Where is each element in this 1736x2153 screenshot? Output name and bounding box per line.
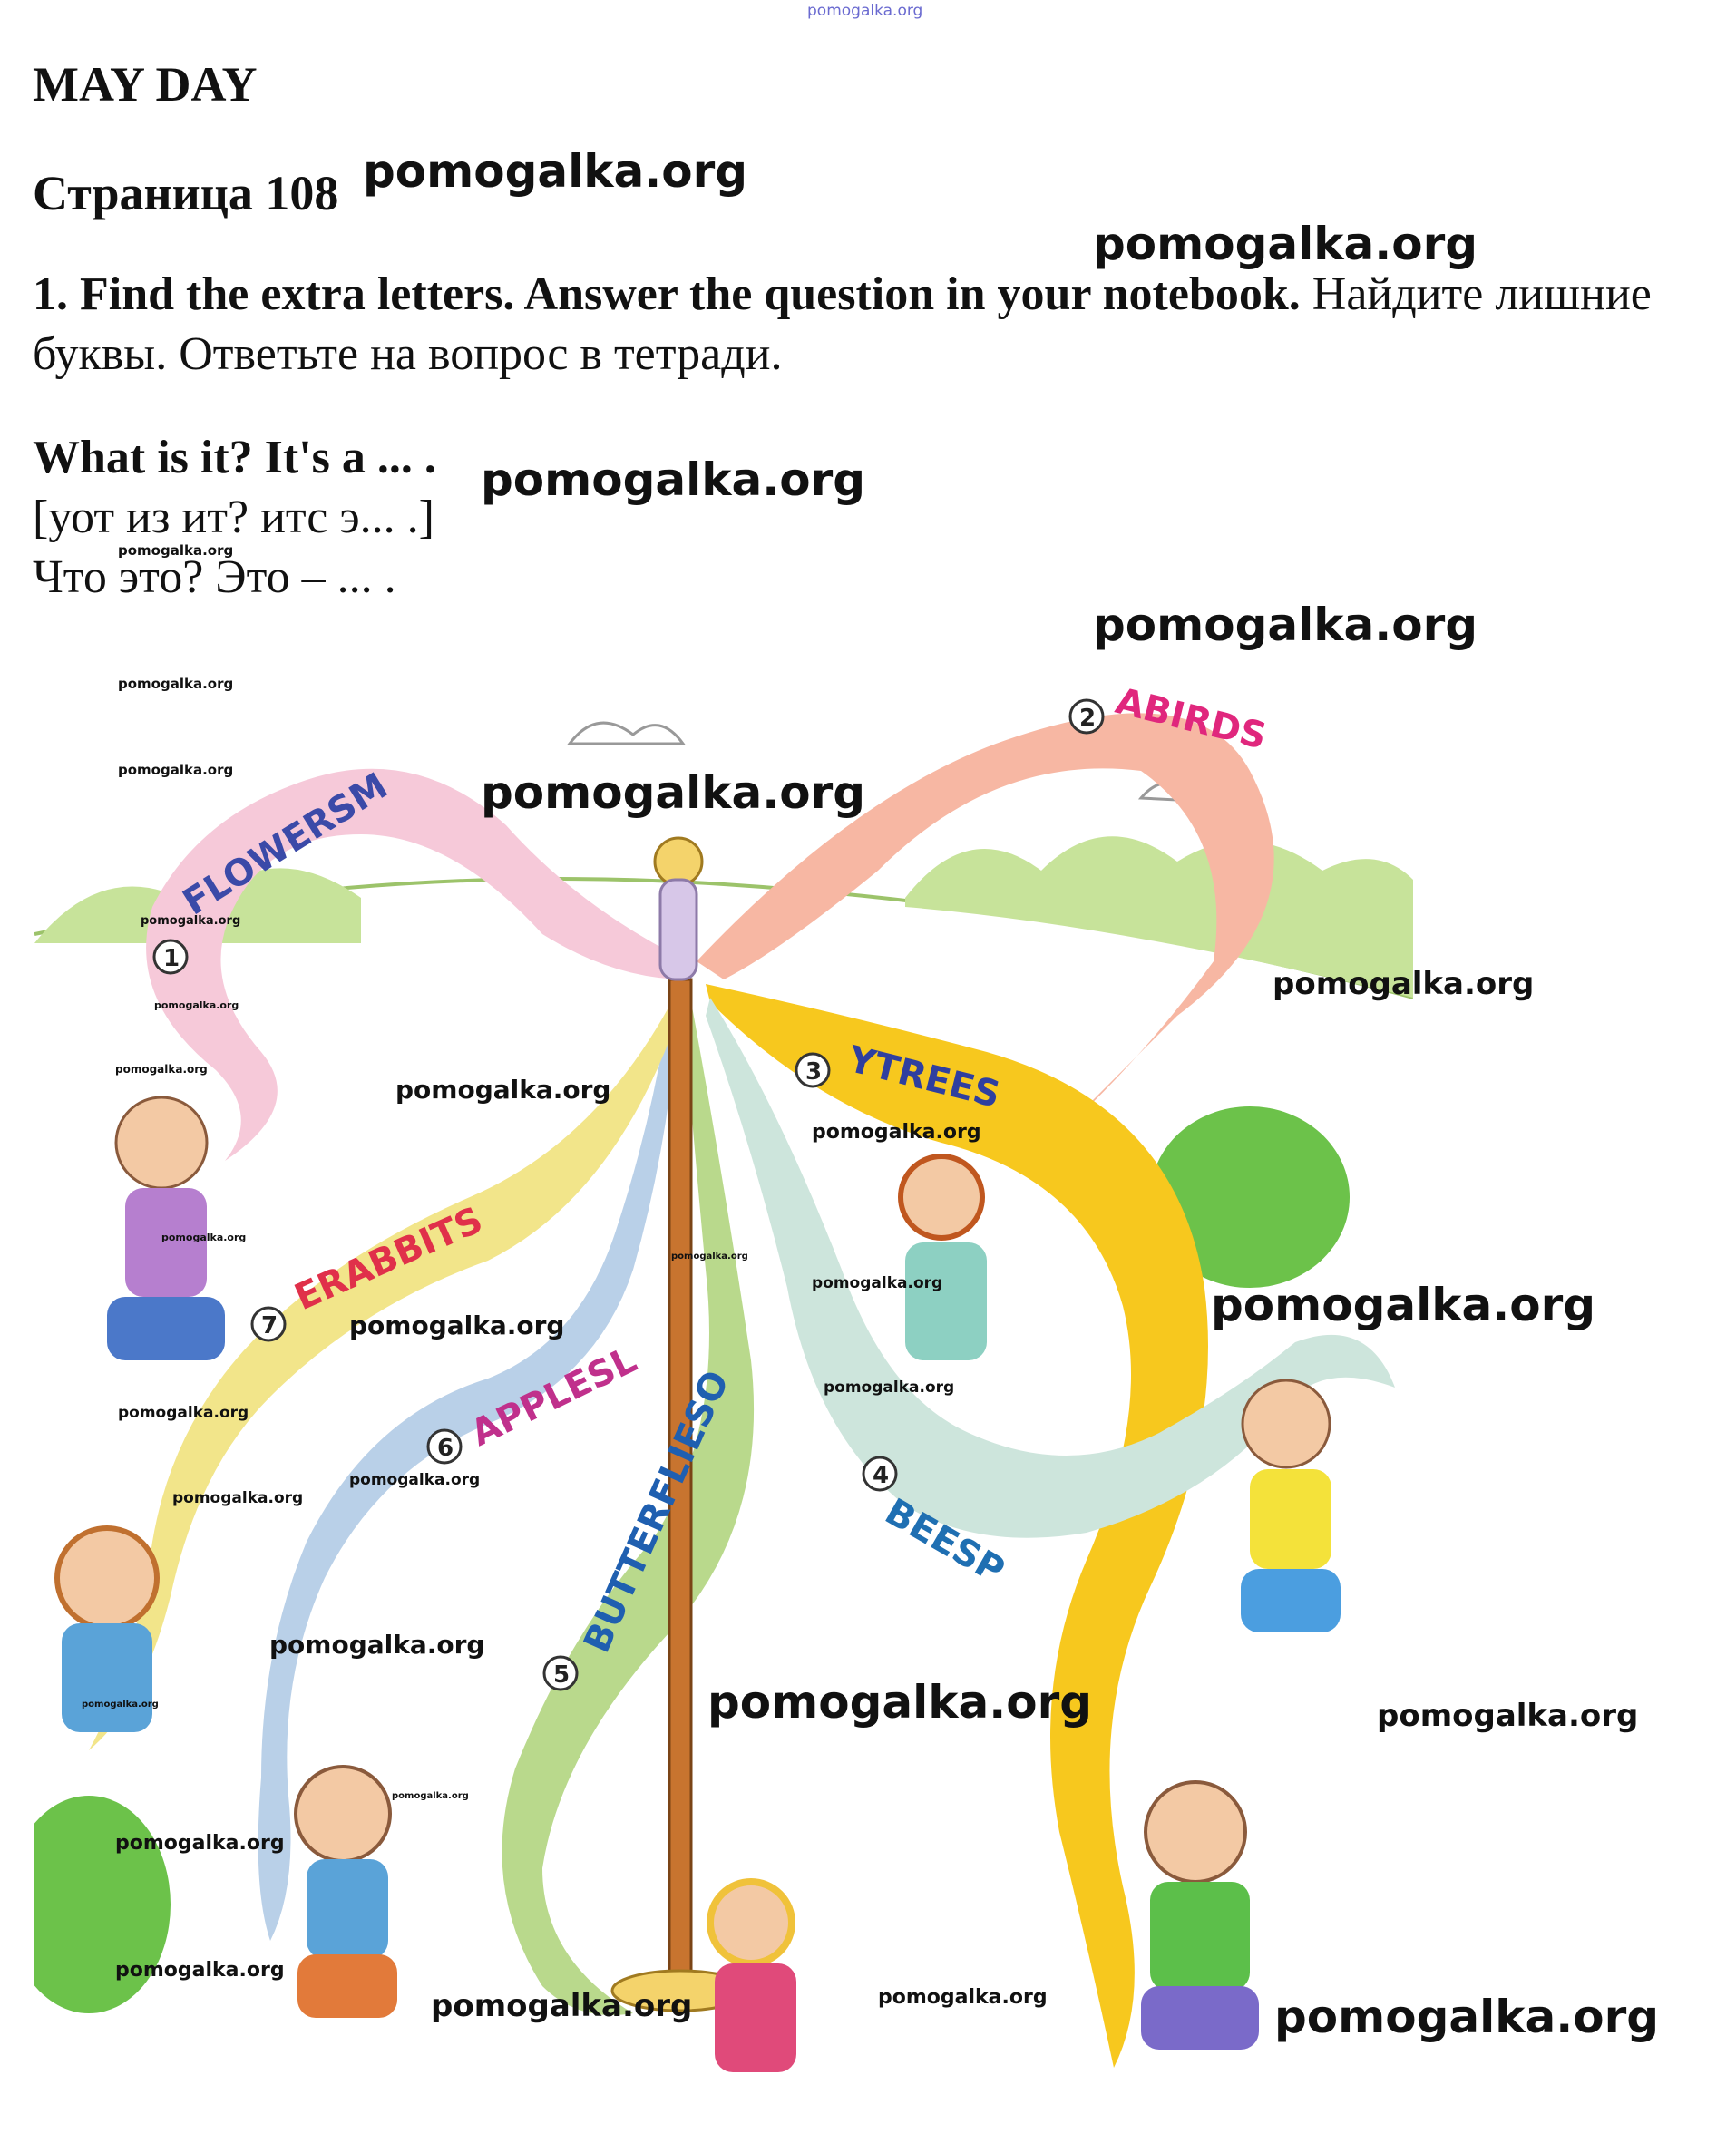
instruction-en: 1. Find the extra letters. Answer the qu…: [33, 268, 1301, 320]
watermark: pomogalka.org: [1274, 1991, 1660, 2043]
watermark: pomogalka.org: [1093, 599, 1478, 651]
ribbon-number-3: 3: [795, 1052, 831, 1088]
page-title: MAY DAY: [33, 57, 258, 112]
question-en: What is it? It's a ... .: [33, 432, 436, 483]
child-left-top: [107, 1096, 225, 1360]
ribbon-number-2: 2: [1068, 698, 1105, 735]
svg-text:2: 2: [1079, 705, 1096, 732]
maypole-top: [653, 836, 704, 887]
svg-text:3: 3: [805, 1058, 822, 1086]
tree-line: [34, 868, 361, 943]
watermark: pomogalka.org: [118, 1404, 249, 1422]
ribbon-number-4: 4: [862, 1456, 898, 1492]
watermark: pomogalka.org: [115, 1959, 285, 1982]
ribbon-5: [502, 1007, 755, 2015]
bush-left: [34, 1796, 171, 2013]
svg-text:4: 4: [873, 1462, 889, 1489]
watermark: pomogalka.org: [392, 1791, 469, 1801]
watermark: pomogalka.org: [363, 145, 748, 198]
watermark: pomogalka.org: [118, 542, 234, 559]
watermark: pomogalka.org: [82, 1700, 159, 1710]
watermark: pomogalka.org: [812, 1121, 981, 1144]
child-right-middle: [1241, 1379, 1341, 1632]
bush-right: [1150, 1106, 1350, 1288]
svg-text:6: 6: [437, 1435, 454, 1462]
ribbon-number-7: 7: [250, 1306, 287, 1342]
watermark: pomogalka.org: [878, 1986, 1048, 2009]
watermark: pomogalka.org: [1273, 966, 1535, 1002]
child-bottom-left: [294, 1765, 397, 2018]
question-ru: Что это? Это – ... .: [33, 551, 396, 603]
watermark: pomogalka.org: [269, 1630, 485, 1660]
maypole-crown: [658, 878, 698, 981]
watermark: pomogalka.org: [115, 1063, 208, 1076]
ribbon-7: [89, 998, 678, 1750]
child-bottom-right: [1141, 1780, 1259, 2050]
child-left-bottom: [54, 1525, 160, 1732]
maypole-illustration: 1 2 3 4 5 6 7 FLOWERSM ABIRDS YTREES BEE…: [34, 680, 1413, 2122]
ribbon-3: [706, 984, 1208, 2068]
watermark: pomogalka.org: [118, 676, 234, 692]
watermark: pomogalka.org: [1211, 1279, 1596, 1331]
watermark: pomogalka.org: [431, 1988, 693, 2024]
watermark: pomogalka.org: [115, 1832, 285, 1855]
watermark: pomogalka.org: [141, 914, 241, 928]
watermark: pomogalka.org: [154, 999, 239, 1011]
top-site-link[interactable]: pomogalka.org: [807, 2, 923, 20]
svg-text:7: 7: [261, 1312, 278, 1340]
watermark: pomogalka.org: [481, 766, 866, 819]
question-transcription: [уот из ит? итс э... .]: [33, 492, 434, 543]
tree-line-right: [905, 836, 1413, 998]
ribbon-4: [706, 998, 1395, 1538]
watermark: pomogalka.org: [349, 1310, 565, 1340]
svg-text:5: 5: [553, 1661, 570, 1689]
watermark: pomogalka.org: [118, 762, 234, 778]
watermark: pomogalka.org: [812, 1274, 943, 1292]
watermark: pomogalka.org: [395, 1075, 611, 1105]
svg-text:1: 1: [163, 945, 180, 972]
watermark: pomogalka.org: [172, 1489, 304, 1507]
ribbon-number-1: 1: [152, 939, 189, 975]
watermark: pomogalka.org: [1093, 218, 1478, 270]
task-instruction: 1. Find the extra letters. Answer the qu…: [33, 265, 1702, 385]
instruction-ru: Найдите лишние буквы. Ответьте на вопрос…: [33, 268, 1652, 380]
child-girl-bottom-center: [707, 1878, 796, 2072]
ribbon-number-6: 6: [426, 1428, 463, 1465]
watermark: pomogalka.org: [671, 1252, 748, 1262]
watermark: pomogalka.org: [161, 1232, 247, 1243]
ribbon-2: [697, 713, 1274, 1143]
cloud-1: [566, 721, 686, 745]
watermark: pomogalka.org: [824, 1379, 955, 1397]
watermark: pomogalka.org: [481, 453, 866, 506]
child-girl-center-right: [898, 1154, 987, 1360]
page-number: Страница 108: [33, 166, 339, 220]
watermark: pomogalka.org: [1377, 1698, 1639, 1734]
ribbon-number-5: 5: [542, 1655, 579, 1691]
watermark: pomogalka.org: [349, 1471, 481, 1489]
watermark: pomogalka.org: [707, 1676, 1093, 1729]
